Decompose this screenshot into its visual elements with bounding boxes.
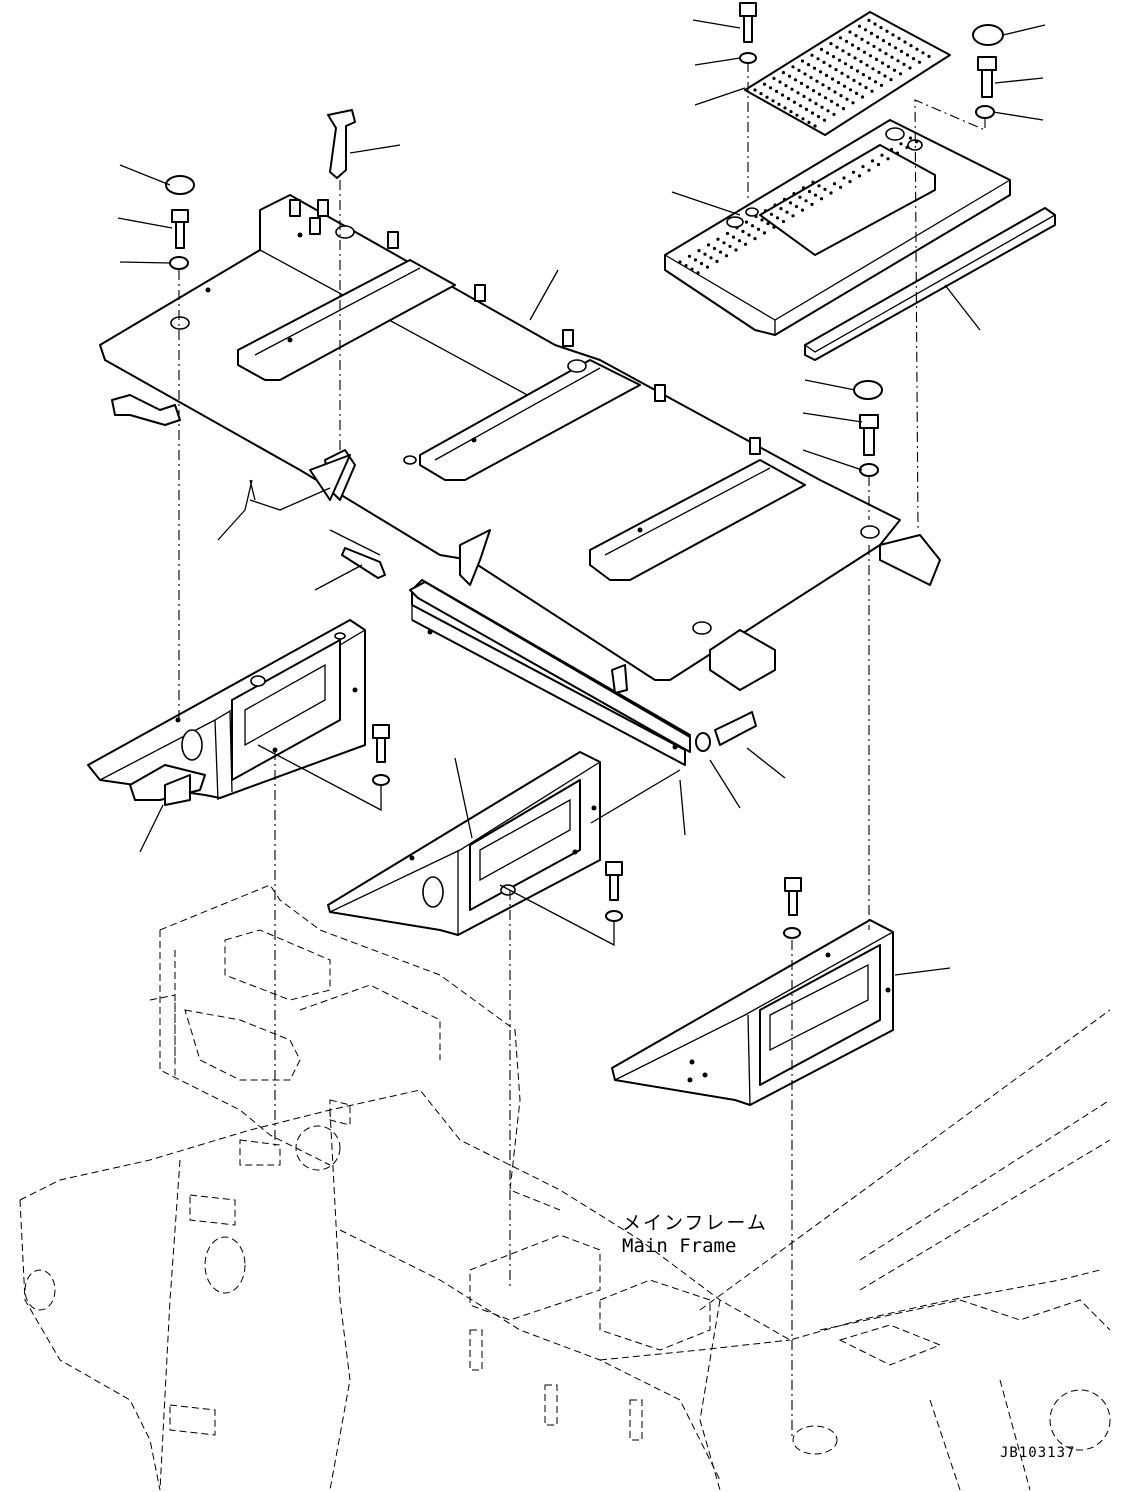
- bracket-right: [611, 919, 894, 1106]
- drawing-code: JB103137: [1000, 1445, 1076, 1461]
- assembly-lines: [178, 62, 986, 1440]
- main-frame-label-en: Main Frame: [622, 1235, 737, 1257]
- fasteners: [165, 2, 1004, 939]
- perforated-cover: [744, 11, 951, 136]
- step-plate: [664, 119, 1011, 336]
- callout-leaders: [117, 19, 1046, 976]
- bracket-left: [87, 619, 366, 806]
- main-frame: [19, 884, 1111, 1491]
- floor-plate: [99, 194, 941, 691]
- bracket-center: [327, 751, 601, 936]
- side-panel: [409, 579, 691, 766]
- main-frame-label-jp: メインフレーム: [622, 1212, 768, 1234]
